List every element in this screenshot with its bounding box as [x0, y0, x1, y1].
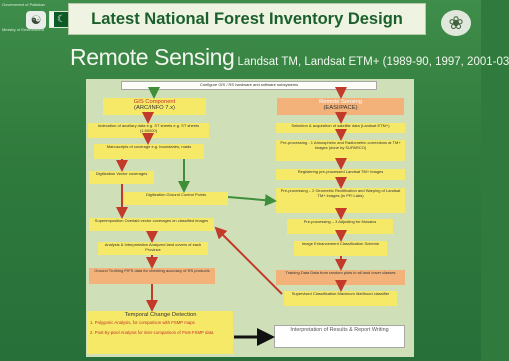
gis-component-sub: (ARC/INFO 7.x)	[134, 105, 175, 112]
gis-superimposition-box: Superimposition Overlaid vector coverage…	[89, 218, 214, 231]
ministry-text: Ministry of Environment	[2, 27, 44, 32]
supervised-classification-box: Supervised Classification Maximum likeli…	[284, 291, 397, 306]
subtitle-main: Remote Sensing	[70, 44, 235, 70]
training-data-box: Training Data Data from random plots in …	[276, 270, 405, 285]
rs-component-box: Remote Sensing (EASI/PACE)	[277, 98, 404, 115]
gis-analysis-box: Analysis & Interpretation Analyzed land …	[98, 242, 208, 255]
gis-digitization-box: Digitization Vector coverages	[89, 171, 154, 184]
rs-enhancement-box: Image Enhancement Classification Scheme	[294, 241, 387, 256]
gis-indexation-box: Indexation of ancillary data e.g. ST she…	[88, 123, 209, 138]
rs-component-sub: (EASI/PACE)	[323, 105, 358, 112]
gis-component-title: GIS Component	[133, 99, 176, 105]
ground-truthing-box: Ground Truthing PIFS data for checking a…	[89, 268, 215, 284]
report-box: Interpretation of Results & Report Writi…	[274, 325, 405, 348]
temporal-title: Temporal Change Detection	[124, 312, 197, 318]
rs-component-title: Remote Sensing	[319, 99, 362, 105]
government-label: Government of Pakistan Ministry of Envir…	[2, 2, 62, 32]
gis-digitization-gcp-box: Digitization Ground Control Points	[124, 192, 228, 205]
flow-arrows	[116, 87, 347, 346]
arrow-classified-superimpose	[214, 226, 283, 295]
rs-preprocessing-1-box: Pre-processing - 1 Atmospheric and Radio…	[276, 140, 405, 161]
flowchart-panel: Configure GIS / RS hardware and software…	[86, 79, 414, 357]
arrow-gcp-rs	[227, 194, 277, 207]
temporal-item-1: 1. Polygonic Analysis, for comparison wi…	[90, 320, 195, 326]
rs-preprocessing-3-box: Pre-processing – 3 Adjusting for Mosaics	[287, 219, 393, 234]
gis-component-box: GIS Component (ARC/INFO 7.x)	[103, 98, 206, 115]
rs-selection-box: Selection & acquisition of satellite dat…	[276, 123, 405, 133]
report-text: Interpretation of Results & Report Writi…	[290, 327, 389, 333]
state-emblem-icon: ☯	[26, 11, 46, 29]
subtitle-detail: Landsat TM, Landsat ETM+ (1989-90, 1997,…	[237, 56, 509, 68]
configure-box: Configure GIS / RS hardware and software…	[121, 81, 377, 90]
slide-title: Latest National Forest Inventory Design	[68, 3, 426, 35]
forest-logo-icon: ❀	[441, 10, 471, 36]
flag-hoist	[50, 12, 54, 27]
temporal-change-box: Temporal Change Detection 1. Polygonic A…	[87, 311, 233, 354]
gis-manuscripts-box: Manuscripts of coverage e.g. boundaries,…	[94, 144, 204, 159]
government-text: Government of Pakistan	[2, 2, 45, 7]
temporal-item-2: 2. Post-by-pixel Analysis for inter-comp…	[90, 330, 214, 335]
crescent-icon: ☾	[57, 14, 66, 25]
rs-registering-box: Registering pre-processed Landsat TM+ im…	[276, 169, 405, 180]
pakistan-flag-icon: ☾	[49, 11, 69, 28]
